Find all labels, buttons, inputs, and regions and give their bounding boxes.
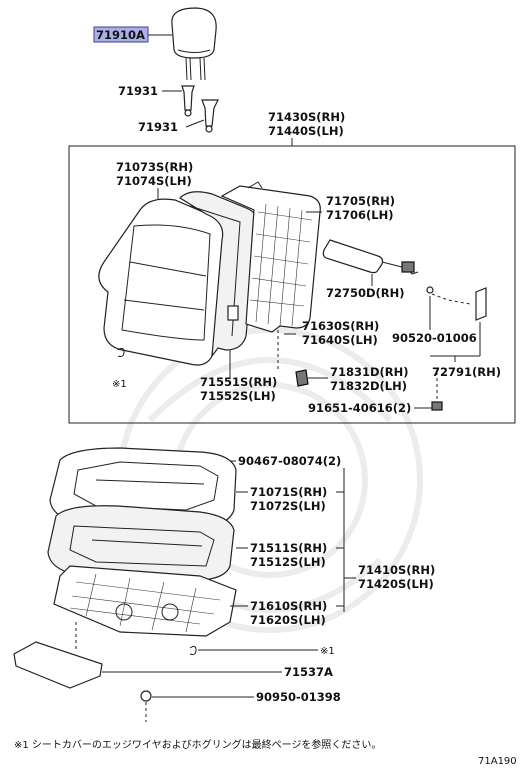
hog-ring-1[interactable] — [117, 347, 125, 357]
headrest-support-2[interactable] — [201, 99, 219, 133]
headrest[interactable] — [171, 7, 217, 81]
label-72750D: 72750D(RH) — [326, 286, 405, 300]
label-71074S: 71074S(LH) — [116, 174, 192, 188]
label-71832D: 71832D(LH) — [330, 379, 407, 393]
recliner-knob[interactable] — [475, 287, 487, 321]
label-71620S: 71620S(LH) — [250, 613, 326, 627]
seatback-bracket[interactable] — [295, 369, 309, 387]
label-71831D: 71831D(RH) — [330, 365, 409, 379]
label-71705: 71705(RH) — [326, 194, 395, 208]
bolt-91651[interactable] — [431, 372, 443, 411]
seat-cushion-undercover[interactable] — [13, 622, 103, 689]
label-71931-b: 71931 — [138, 120, 178, 134]
seatback-pad[interactable] — [179, 191, 259, 359]
label-90950: 90950-01398 — [256, 690, 341, 704]
seat-cushion-frame[interactable] — [53, 565, 237, 637]
label-71610S: 71610S(RH) — [250, 599, 327, 613]
seatback-frame[interactable] — [220, 181, 321, 372]
label-71511S: 71511S(RH) — [250, 541, 327, 555]
label-71551S: 71551S(RH) — [200, 375, 277, 389]
diagram-code: 71A190 — [478, 756, 517, 767]
lumbar-pad[interactable] — [322, 239, 419, 275]
label-71640S: 71640S(LH) — [302, 333, 378, 347]
label-71706: 71706(LH) — [326, 208, 393, 222]
label-71512S: 71512S(LH) — [250, 555, 326, 569]
label-71440S: 71440S(LH) — [268, 124, 344, 138]
label-71420S: 71420S(LH) — [358, 577, 434, 591]
seatback-cover[interactable] — [98, 198, 226, 366]
label-71931-a: 71931 — [118, 84, 158, 98]
headrest-support-1[interactable] — [181, 85, 195, 117]
label-71552S: 71552S(LH) — [200, 389, 276, 403]
label-note-1b: ※1 — [320, 646, 335, 657]
hog-ring-2[interactable] — [189, 645, 197, 655]
label-72791: 72791(RH) — [432, 365, 501, 379]
label-71072S: 71072S(LH) — [250, 499, 326, 513]
label-71630S: 71630S(RH) — [302, 319, 379, 333]
label-71071S: 71071S(RH) — [250, 485, 327, 499]
clip[interactable] — [426, 286, 434, 294]
label-71073S: 71073S(RH) — [116, 160, 193, 174]
clip-90950[interactable] — [140, 690, 152, 722]
label-71537A: 71537A — [284, 665, 333, 679]
label-71410S: 71410S(RH) — [358, 563, 435, 577]
label-90467: 90467-08074(2) — [238, 454, 341, 468]
label-71910A: 71910A — [96, 28, 145, 42]
label-71430S: 71430S(RH) — [268, 110, 345, 124]
label-91651: 91651-40616(2) — [308, 401, 411, 415]
footnote: ※1 シートカバーのエッジワイヤおよびホグリングは最終ページを参照ください。 — [14, 738, 381, 751]
label-note-1a: ※1 — [112, 379, 127, 390]
label-90520: 90520-01006 — [392, 331, 477, 345]
